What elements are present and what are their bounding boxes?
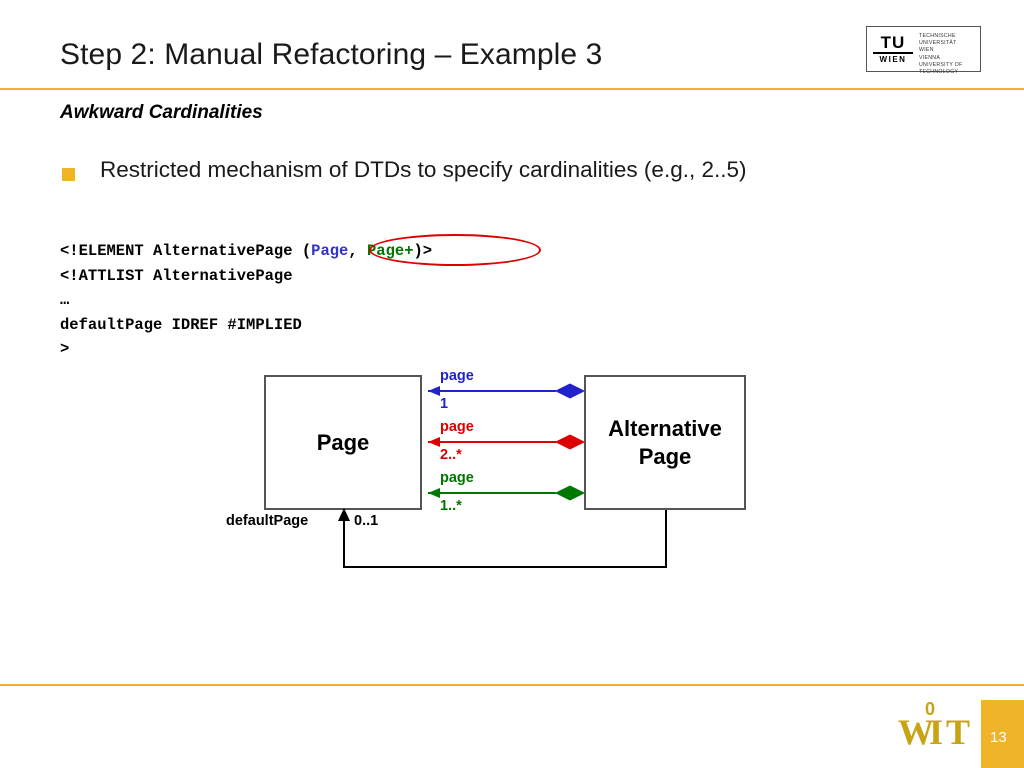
code-line-1-pre: <!ELEMENT AlternativePage ( (60, 242, 312, 260)
tu-logo-wordmark: TECHNISCHE UNIVERSITÄT WIEN VIENNA UNIVE… (919, 33, 963, 76)
edge-cardinality-2-star: 2..* (440, 447, 462, 463)
edge-cardinality-1: 1 (440, 396, 449, 412)
code-line-1-mid: , (348, 242, 367, 260)
page-number: 13 (990, 729, 1007, 746)
code-line-3: … (60, 291, 70, 309)
tu-logo-mark: TU WIEN (873, 34, 913, 66)
wit-logo-t: T (946, 712, 971, 752)
section-subtitle: Awkward Cardinalities (60, 102, 263, 123)
tu-logo-line-2: WIEN (919, 47, 934, 54)
header-divider (0, 88, 1024, 90)
wit-logo: W 0 I T (898, 700, 974, 752)
footer-divider (0, 684, 1024, 686)
tu-logo-initials: TU (873, 34, 913, 54)
code-token-page: Page (311, 242, 349, 260)
wit-logo-i: I (929, 712, 944, 752)
tu-logo-line-5: UNIVERSITY OF (919, 61, 963, 68)
dtd-code-block: <!ELEMENT AlternativePage (Page, Page+)>… (60, 239, 432, 362)
tu-wien-logo: TU WIEN TECHNISCHE UNIVERSITÄT WIEN VIEN… (866, 26, 981, 75)
edge-label-default-page: defaultPage (226, 513, 309, 529)
tu-logo-line-4: VIENNA (919, 54, 941, 61)
square-bullet-icon (62, 168, 75, 181)
tu-logo-line-1: UNIVERSITÄT (919, 40, 957, 47)
class-box-page: Page (264, 375, 422, 510)
tu-logo-line-0: TECHNISCHE (919, 33, 956, 39)
red-highlight-ellipse (369, 234, 541, 266)
page-number-background (981, 700, 1024, 768)
class-box-page-label: Page (316, 429, 370, 455)
edge-cardinality-0-1: 0..1 (354, 513, 379, 529)
edge-cardinality-1-star: 1..* (440, 498, 462, 514)
wit-logo-w: W (898, 712, 934, 752)
code-line-2: <!ATTLIST AlternativePage (60, 266, 293, 285)
tu-logo-line-6: TECHNOLOGY (919, 69, 959, 76)
edge-label-page-blue: page (440, 368, 474, 384)
code-line-5: > (60, 340, 70, 358)
page-title: Step 2: Manual Refactoring – Example 3 (60, 38, 603, 71)
code-line-4: defaultPage IDREF #IMPLIED (60, 315, 302, 334)
tu-logo-city: WIEN (879, 55, 907, 64)
edge-label-page-red: page (440, 419, 474, 435)
edge-label-page-green: page (440, 470, 474, 486)
bullet-item-label: Restricted mechanism of DTDs to specify … (100, 157, 747, 182)
wit-logo-zero: 0 (925, 699, 936, 719)
